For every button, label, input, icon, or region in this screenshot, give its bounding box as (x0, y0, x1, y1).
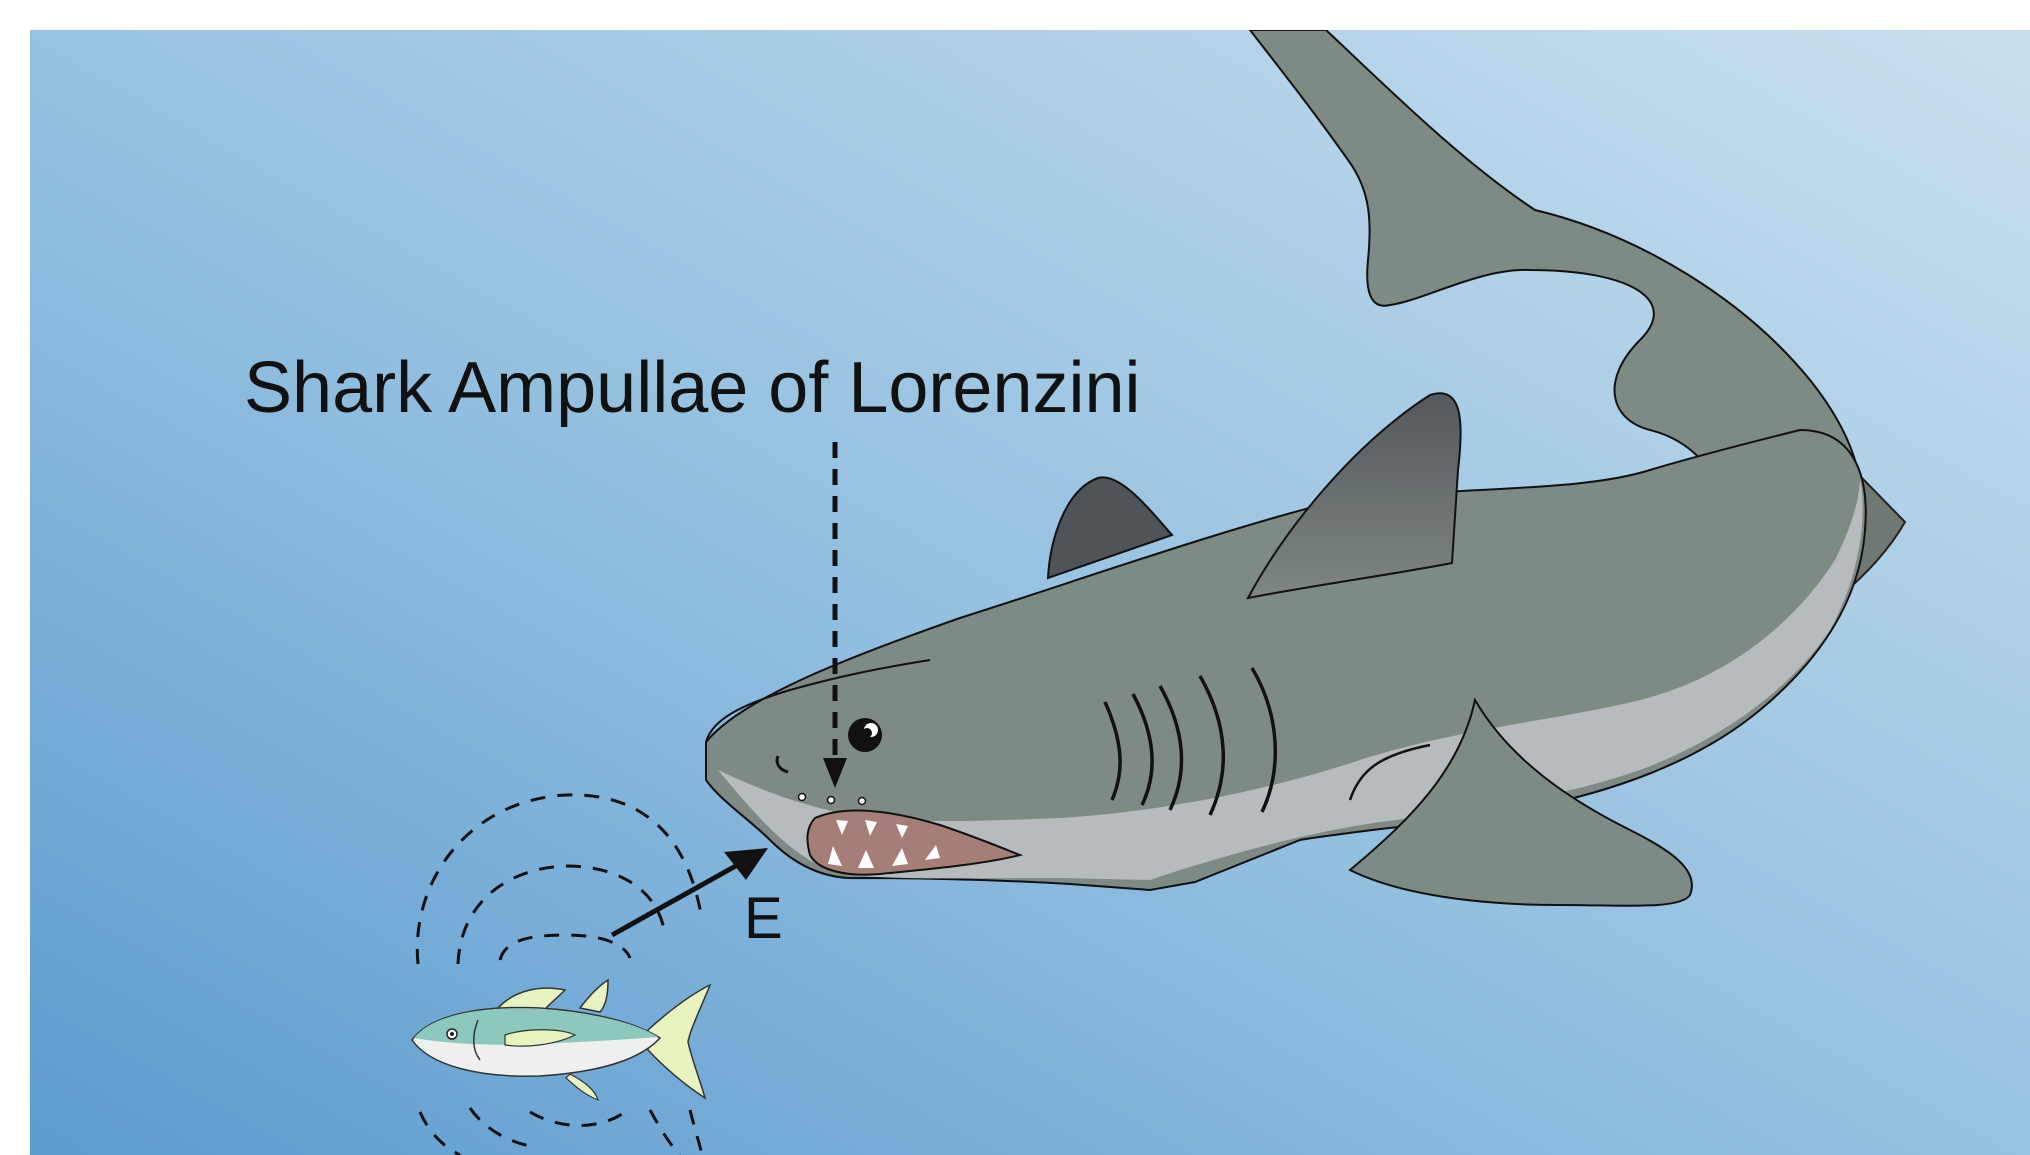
field-label: E (744, 886, 783, 951)
diagram-title: Shark Ampullae of Lorenzini (244, 348, 1141, 428)
